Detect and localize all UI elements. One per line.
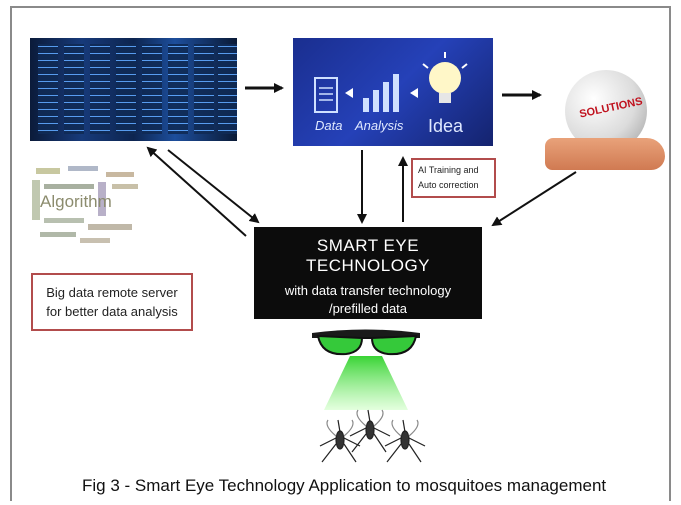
data-doc-icon	[314, 77, 338, 113]
arrow-server-to-smart	[167, 149, 260, 224]
green-beam	[324, 356, 408, 410]
smart-eye-box: SMART EYE TECHNOLOGY with data transfer …	[254, 227, 482, 319]
smart-eye-line1: with data transfer technology	[284, 283, 452, 298]
solutions-sphere-image: SOLUTIONS	[545, 70, 665, 175]
word-cloud-main-word: Algorithm	[40, 192, 112, 211]
hand-icon	[545, 138, 665, 170]
analytics-graphics	[314, 52, 468, 113]
figure-frame	[10, 6, 671, 501]
idea-label: Idea	[428, 116, 464, 136]
smart-glasses-icon	[312, 329, 420, 356]
arrow-icon	[410, 88, 418, 98]
smart-eye-title: SMART EYE TECHNOLOGY	[305, 236, 431, 275]
mosquito-icon	[319, 419, 361, 463]
word-cloud-image: Algorithm	[28, 162, 148, 252]
arrow-solutions-to-smart	[491, 171, 577, 227]
mosquito-icon	[384, 419, 426, 463]
analysis-label: Analysis	[355, 118, 404, 133]
arrow-icon	[345, 88, 353, 98]
ai-box-line1: AI Training and	[418, 165, 479, 175]
figure-caption: Fig 3 - Smart Eye Technology Application…	[82, 476, 607, 495]
mosquito-icon	[349, 409, 391, 453]
ai-box-line2: Auto correction	[418, 180, 479, 190]
analytics-image: Data Analysis Idea	[293, 38, 493, 146]
bigdata-box-line2: for better data analysis	[46, 304, 178, 319]
bar-chart-icon	[363, 74, 399, 112]
data-label: Data	[315, 118, 343, 133]
big-data-box: Big data remote server for better data a…	[31, 273, 193, 331]
lightbulb-icon	[422, 52, 468, 103]
arrow-smart-to-server	[146, 146, 247, 237]
word-cloud-graphic	[32, 166, 138, 243]
server-room-image	[30, 38, 237, 141]
bigdata-box-line1: Big data remote server	[46, 285, 178, 300]
smart-eye-line2: /prefilled data	[328, 301, 408, 316]
ai-training-box: AI Training and Auto correction	[411, 158, 496, 198]
